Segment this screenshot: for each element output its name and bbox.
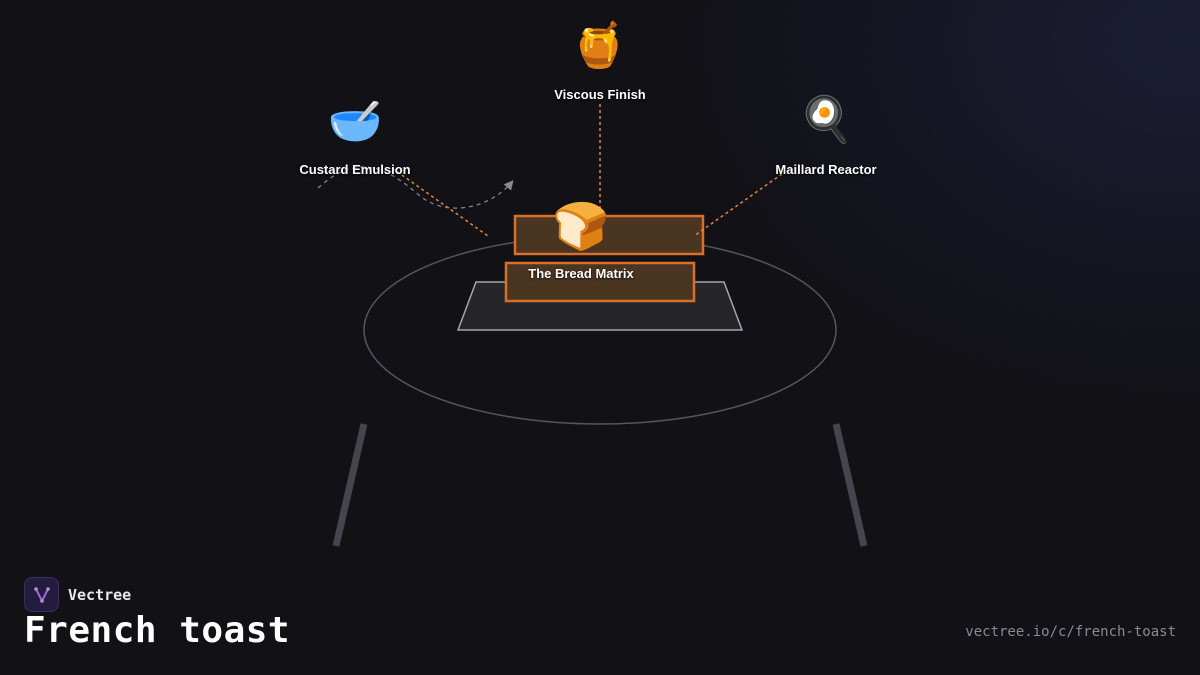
- edge-custard-to-bread: [391, 167, 489, 237]
- table-leg-right: [832, 423, 868, 547]
- bread-block-lower: [504, 261, 696, 303]
- bread-block-upper: [513, 214, 705, 256]
- flow-arrow-curve: [317, 166, 514, 209]
- node-label-bread-matrix: The Bread Matrix: [528, 266, 634, 281]
- node-label-viscous-finish: Viscous Finish: [554, 87, 646, 102]
- brand[interactable]: Vectree: [24, 577, 131, 612]
- node-label-custard-emulsion: Custard Emulsion: [299, 162, 411, 177]
- bread-icon: 🍞: [552, 199, 610, 253]
- page-title: French toast: [24, 610, 291, 651]
- honey-pot-icon: 🍯: [571, 20, 627, 71]
- bowl-icon: 🥣: [327, 96, 383, 147]
- vectree-logo-icon: [24, 577, 59, 612]
- table-leg-left: [332, 423, 368, 547]
- page-url-link[interactable]: vectree.io/c/french-toast: [965, 624, 1176, 640]
- frying-pan-icon: 🍳: [798, 94, 854, 145]
- node-label-maillard-reactor: Maillard Reactor: [775, 162, 877, 177]
- edge-maillard-to-bread: [693, 173, 783, 237]
- brand-name: Vectree: [68, 585, 132, 604]
